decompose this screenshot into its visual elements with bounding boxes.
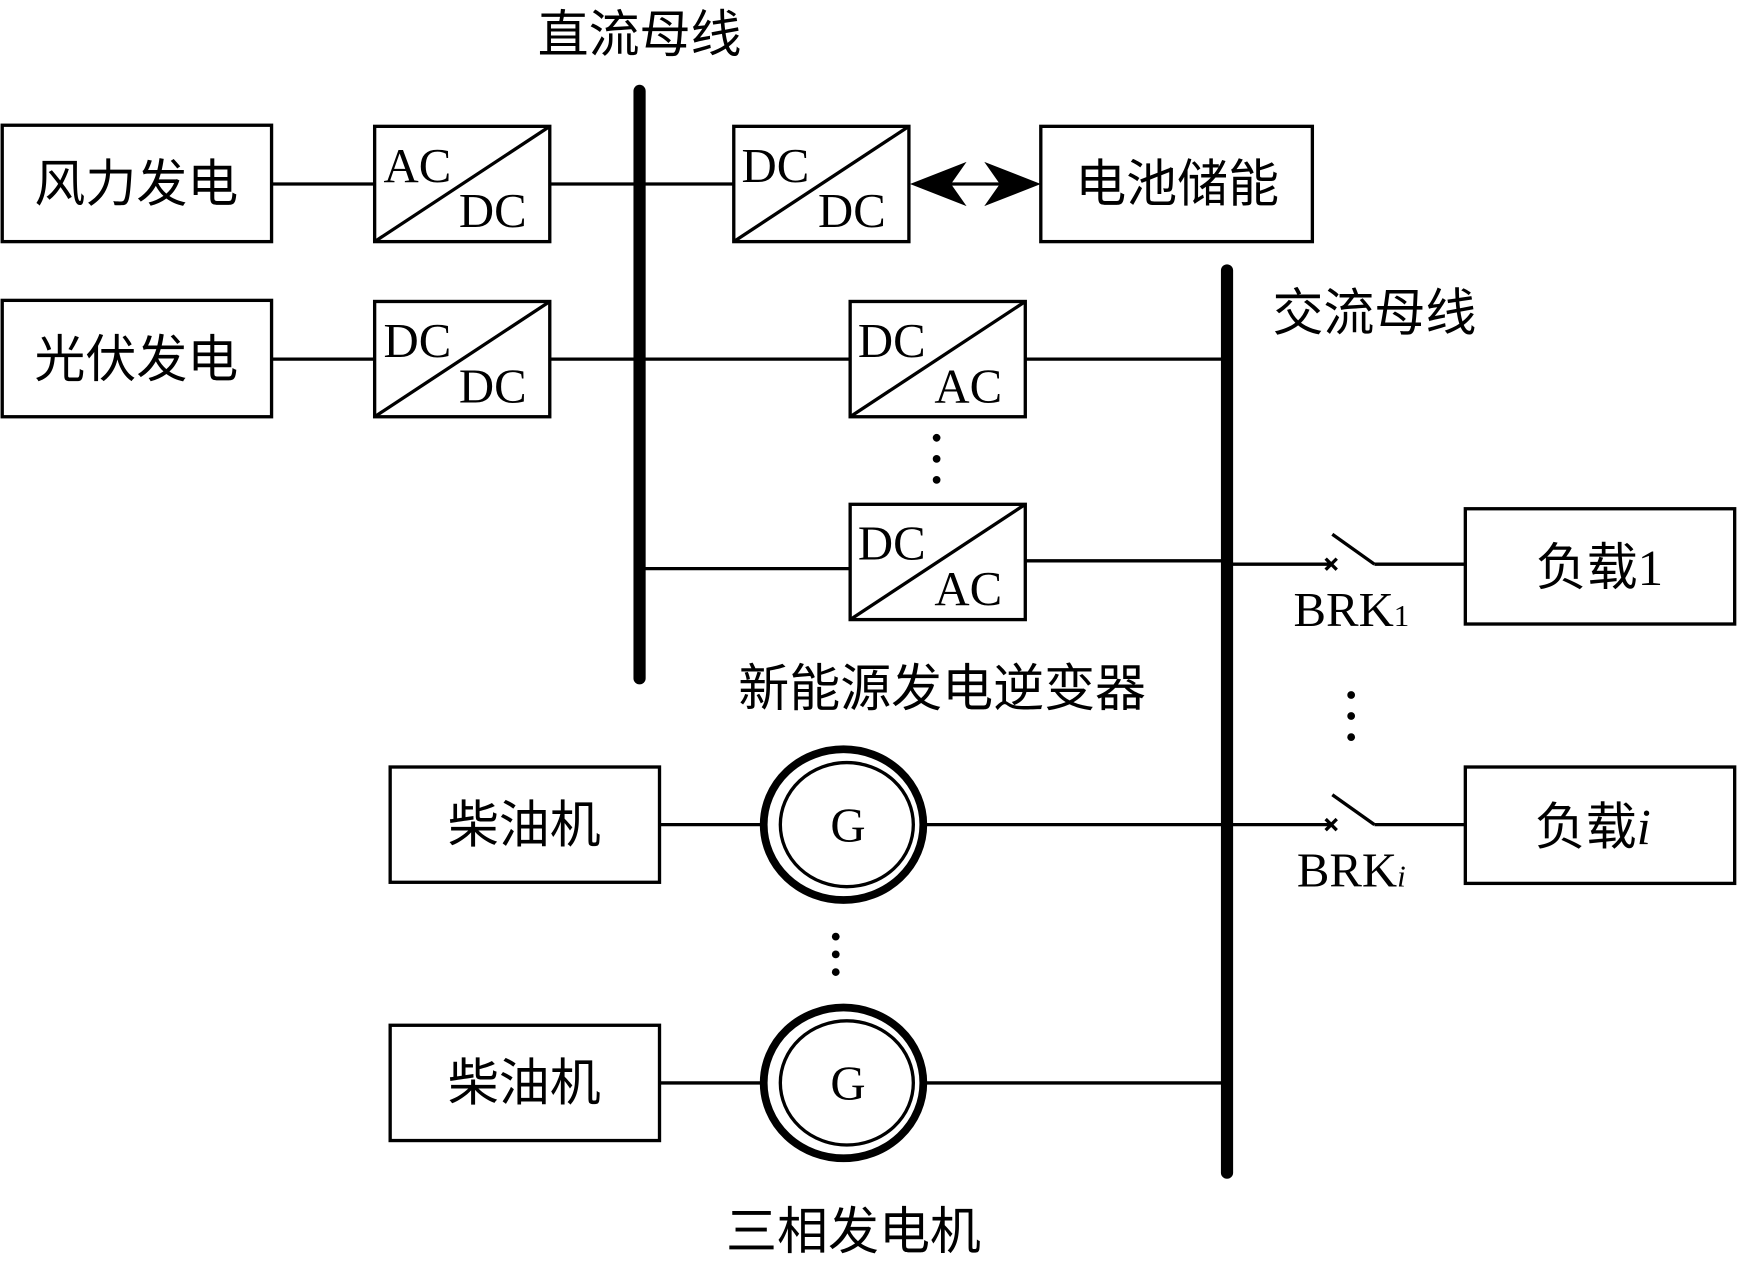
generator-group-label: 三相发电机 [726, 1203, 981, 1262]
dc-dc-converter-pv: DC DC [372, 299, 552, 419]
converter-input-label: AC [384, 139, 452, 193]
battery-storage-label: 电池储能 [1075, 156, 1279, 215]
ellipsis-icon [1347, 691, 1356, 741]
wind-power-label: 风力发电 [34, 156, 238, 215]
pv-power-box [0, 298, 274, 419]
converter-output-label: AC [934, 359, 1002, 413]
wind-power-source: 风力发电 [0, 123, 274, 244]
generator-2-icon: G [759, 1003, 928, 1163]
ac-dc-converter: AC DC [372, 124, 552, 244]
converter-input-label: DC [384, 314, 452, 368]
diesel-engine-2: 柴油机 [388, 1023, 662, 1143]
pv-power-source: 光伏发电 [0, 298, 274, 419]
load-1-label: 负载1 [1536, 539, 1663, 598]
dc-ac-inverter-2: DC AC [848, 502, 1027, 622]
wind-power-box [0, 123, 274, 244]
diesel-engine-label: 柴油机 [448, 1055, 601, 1114]
breaker-i-label: BRKi [1297, 844, 1406, 898]
load-1: 负载1 [1463, 507, 1737, 626]
pv-power-label: 光伏发电 [34, 331, 238, 390]
converter-output-label: DC [818, 184, 886, 238]
load-i: 负载i [1463, 765, 1737, 886]
svg-text:G: G [830, 1057, 865, 1111]
ellipsis-icon [831, 932, 840, 976]
diesel-engine-1: 柴油机 [388, 765, 662, 884]
converter-input-label: DC [858, 314, 926, 368]
breaker-1-label: BRK1 [1294, 583, 1410, 637]
dc-ac-inverter-1: DC AC [848, 299, 1027, 419]
ac-bus-label: 交流母线 [1272, 284, 1476, 343]
breaker-1 [1324, 532, 1376, 571]
converter-input-label: DC [742, 139, 810, 193]
breaker-i [1324, 793, 1376, 832]
converter-output-label: DC [459, 359, 527, 413]
dc-dc-converter-storage: DC DC [732, 124, 911, 244]
converter-output-label: AC [934, 562, 1002, 616]
ellipsis-icon [932, 433, 941, 484]
converter-output-label: DC [459, 184, 527, 238]
diesel-engine-label: 柴油机 [448, 796, 601, 855]
bidirectional-arrow-icon [910, 161, 1041, 207]
battery-storage: 电池储能 [1039, 124, 1315, 244]
dc-bus-label: 直流母线 [538, 6, 742, 65]
converter-input-label: DC [858, 517, 926, 571]
load-i-label: 负载i [1535, 799, 1651, 858]
svg-text:G: G [830, 798, 865, 852]
inverter-group-label: 新能源发电逆变器 [738, 660, 1146, 719]
generator-1-icon: G [759, 745, 928, 904]
